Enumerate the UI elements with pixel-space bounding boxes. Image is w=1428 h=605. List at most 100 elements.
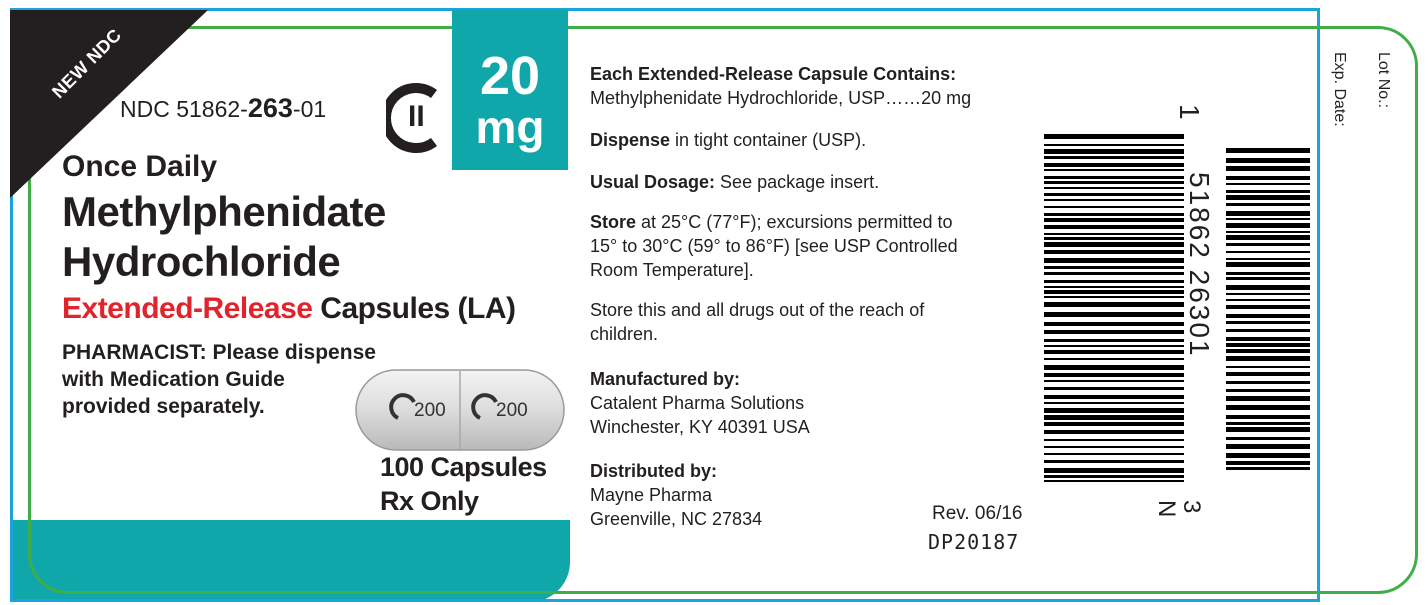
barcode-bar	[1226, 453, 1310, 458]
barcode-bar	[1226, 251, 1310, 253]
barcode-bar	[1226, 285, 1310, 290]
barcode-bar	[1226, 211, 1310, 216]
barcode-bar	[1226, 293, 1310, 295]
barcode-bar	[1044, 330, 1184, 334]
drug-name-line1: Methylphenidate	[62, 188, 386, 235]
barcode-bar	[1044, 415, 1184, 420]
frequency: Once Daily	[62, 150, 218, 183]
barcode-bar	[1044, 387, 1184, 390]
strength-number: 20	[479, 46, 541, 106]
barcode-bar	[1226, 148, 1310, 153]
barcode-bar	[1226, 415, 1310, 419]
barcode-bar	[1044, 402, 1184, 404]
storage-section: Store at 25°C (77°F); excursions permitt…	[590, 212, 958, 280]
bottom-color-band	[10, 520, 570, 602]
barcode-bar	[1044, 322, 1184, 326]
dosage-section: Usual Dosage: See package insert.	[590, 172, 880, 192]
barcode-bar	[1044, 460, 1184, 463]
barcode-bar	[1044, 339, 1184, 342]
barcode-bar	[1044, 213, 1184, 216]
barcode-bar	[1226, 195, 1310, 200]
capsule-imprint-left: 200	[414, 400, 446, 421]
capsule-image: 200 200	[354, 368, 566, 452]
barcode-bar	[1226, 166, 1310, 171]
barcode-bar	[1226, 158, 1310, 163]
barcode-bar	[1226, 176, 1310, 180]
barcode-bar	[1044, 380, 1184, 382]
barcode-bar	[1226, 262, 1310, 267]
barcode-bar	[1226, 427, 1310, 432]
ndc-number: NDC 51862-263-01	[120, 93, 327, 123]
barcode-bar	[1044, 453, 1184, 455]
lot-no-field: Lot No.:	[1375, 52, 1392, 109]
barcode-bar	[1226, 321, 1310, 324]
barcode-bar	[1226, 183, 1310, 185]
barcode-bar	[1044, 169, 1184, 171]
barcode-bar	[1226, 437, 1310, 440]
contents-section: Each Extended-Release Capsule Contains: …	[590, 64, 972, 108]
barcode-bar	[1044, 302, 1184, 307]
barcode-bar	[1044, 258, 1184, 263]
barcode-bar	[1226, 366, 1310, 368]
barcode-bar	[1226, 223, 1310, 228]
barcode-bar	[1044, 134, 1184, 139]
new-ndc-badge: NEW NDC	[10, 10, 210, 200]
upc-barcode	[1044, 134, 1184, 484]
barcode-bar	[1044, 181, 1184, 184]
safe-area-frame	[28, 26, 1418, 594]
barcode-bar	[1226, 405, 1310, 410]
schedule-ii-symbol: II	[381, 80, 440, 156]
barcode-bar	[1044, 439, 1184, 441]
barcode-bar	[1226, 203, 1310, 206]
strength-box: 20 mg	[452, 10, 568, 170]
barcode-bar	[1044, 199, 1184, 201]
barcode-bar	[1044, 446, 1184, 448]
barcode-bar	[1226, 258, 1310, 260]
barcode-bar	[1226, 356, 1310, 361]
barcode-bar	[1044, 149, 1184, 154]
dosage-form: Extended-Release Capsules (LA)	[62, 292, 516, 325]
barcode-bar	[1044, 290, 1184, 294]
package-quantity: 100 Capsules Rx Only	[380, 452, 547, 516]
pharmacist-note: PHARMACIST: Please dispense with Medicat…	[62, 341, 376, 418]
barcode-bar	[1226, 231, 1310, 233]
barcode-bar	[1226, 381, 1310, 384]
barcode-bar	[1044, 468, 1184, 473]
barcode-bar	[1044, 242, 1184, 247]
exp-date-field: Exp. Date:	[1331, 52, 1348, 127]
upc-barcode-addon	[1226, 148, 1310, 474]
barcode-bar	[1044, 350, 1184, 354]
bleed-frame	[10, 8, 1320, 602]
barcode-bar	[1044, 144, 1184, 146]
barcode-bar	[1044, 266, 1184, 269]
barcode-bar	[1226, 299, 1310, 301]
barcode-bar	[1226, 461, 1310, 465]
barcode-bar	[1226, 272, 1310, 275]
capsule-imprint-right: 200	[496, 400, 528, 421]
barcode-bar	[1044, 408, 1184, 413]
barcode-bar	[1044, 176, 1184, 179]
barcode-bar	[1226, 396, 1310, 401]
barcode-bar	[1044, 296, 1184, 298]
barcode-bar	[1226, 218, 1310, 220]
barcode-bar	[1044, 218, 1184, 222]
revision-date: Rev. 06/16	[932, 503, 1023, 524]
barcode-bar	[1044, 206, 1184, 208]
barcode-bar	[1226, 305, 1310, 309]
barcode-bar	[1044, 272, 1184, 275]
barcode-bar	[1044, 237, 1184, 240]
barcode-bar	[1226, 329, 1310, 332]
distributor-section: Distributed by: Mayne Pharma Greenville,…	[590, 461, 763, 529]
barcode-bar	[1044, 430, 1184, 434]
barcode-bar	[1226, 235, 1310, 240]
barcode-bar	[1044, 312, 1184, 317]
barcode-bar	[1226, 422, 1310, 425]
barcode-bar	[1044, 365, 1184, 370]
barcode-bar	[1226, 337, 1310, 341]
manufacturer-section: Manufactured by: Catalent Pharma Solutio…	[590, 369, 810, 437]
barcode-bar	[1044, 422, 1184, 426]
drug-name-line2: Hydrochloride	[62, 238, 341, 285]
barcode-bar	[1044, 163, 1184, 167]
barcode-bar	[1044, 480, 1184, 482]
barcode-bar	[1226, 277, 1310, 280]
